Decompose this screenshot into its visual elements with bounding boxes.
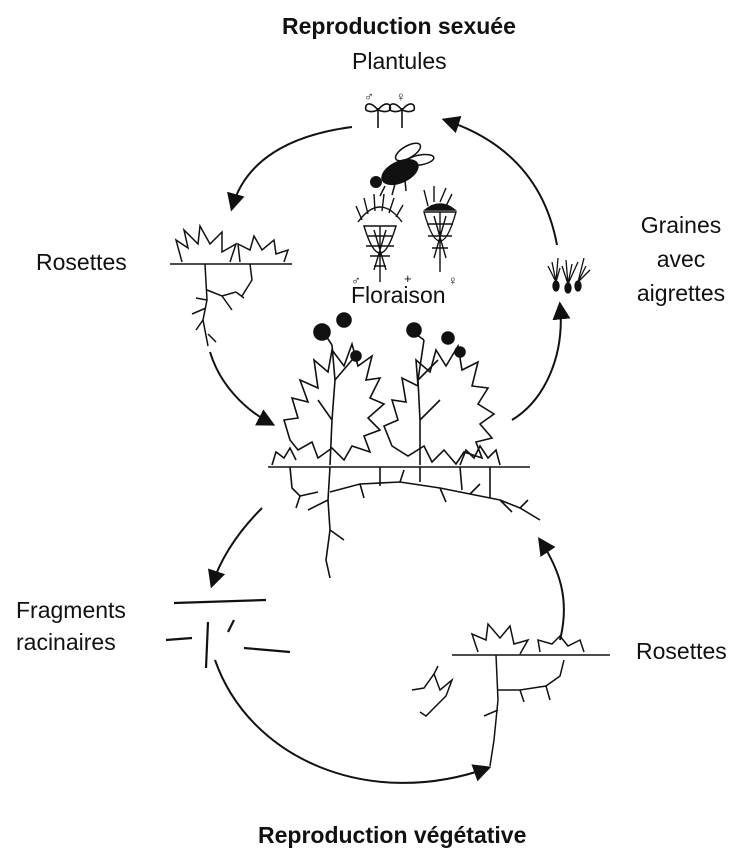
title-sexual-reproduction: Reproduction sexuée <box>282 13 516 40</box>
symbol-female-seedling: ♀ <box>396 84 406 110</box>
arrow-seedlings-to-rosettes <box>232 127 352 208</box>
label-seeds-line3: aigrettes <box>628 276 734 310</box>
label-rosettes-bottom: Rosettes <box>636 638 727 664</box>
label-seeds-line2: avec <box>628 242 734 276</box>
arrow-rosettes-to-plant <box>540 540 564 640</box>
cycle-arrows <box>210 120 564 783</box>
rosettes-bottom-illustration <box>412 624 610 766</box>
title-vegetative-reproduction: Reproduction végétative <box>258 822 526 849</box>
label-seeds-with-pappus: Graines avec aigrettes <box>628 208 734 310</box>
root-fragments-illustration <box>166 600 290 668</box>
seeds-illustration <box>548 258 590 293</box>
arrow-plant-to-fragments <box>212 508 262 585</box>
flowering-plant-illustration <box>268 313 540 578</box>
symbol-female-flower: ♀ <box>448 268 458 294</box>
label-root-fragments: Fragments racinaires <box>16 594 126 658</box>
symbol-male-seedling: ♂ <box>364 84 374 110</box>
label-fragments-line2: racinaires <box>16 626 126 658</box>
label-seeds-line1: Graines <box>628 208 734 242</box>
arrow-seeds-to-seedlings <box>445 120 557 245</box>
label-flowering: Floraison <box>351 282 446 308</box>
arrow-fragments-to-rosettes <box>215 660 488 783</box>
arrow-flowering-to-seeds <box>512 305 561 420</box>
arrow-rosettes-to-flowering <box>210 352 272 424</box>
bee-illustration <box>370 140 435 196</box>
label-rosettes-top: Rosettes <box>36 249 127 275</box>
male-flower-head <box>356 194 403 282</box>
label-seedlings: Plantules <box>352 48 447 74</box>
female-flower-head <box>424 186 456 272</box>
rosettes-top-illustration <box>170 226 292 346</box>
label-fragments-line1: Fragments <box>16 594 126 626</box>
